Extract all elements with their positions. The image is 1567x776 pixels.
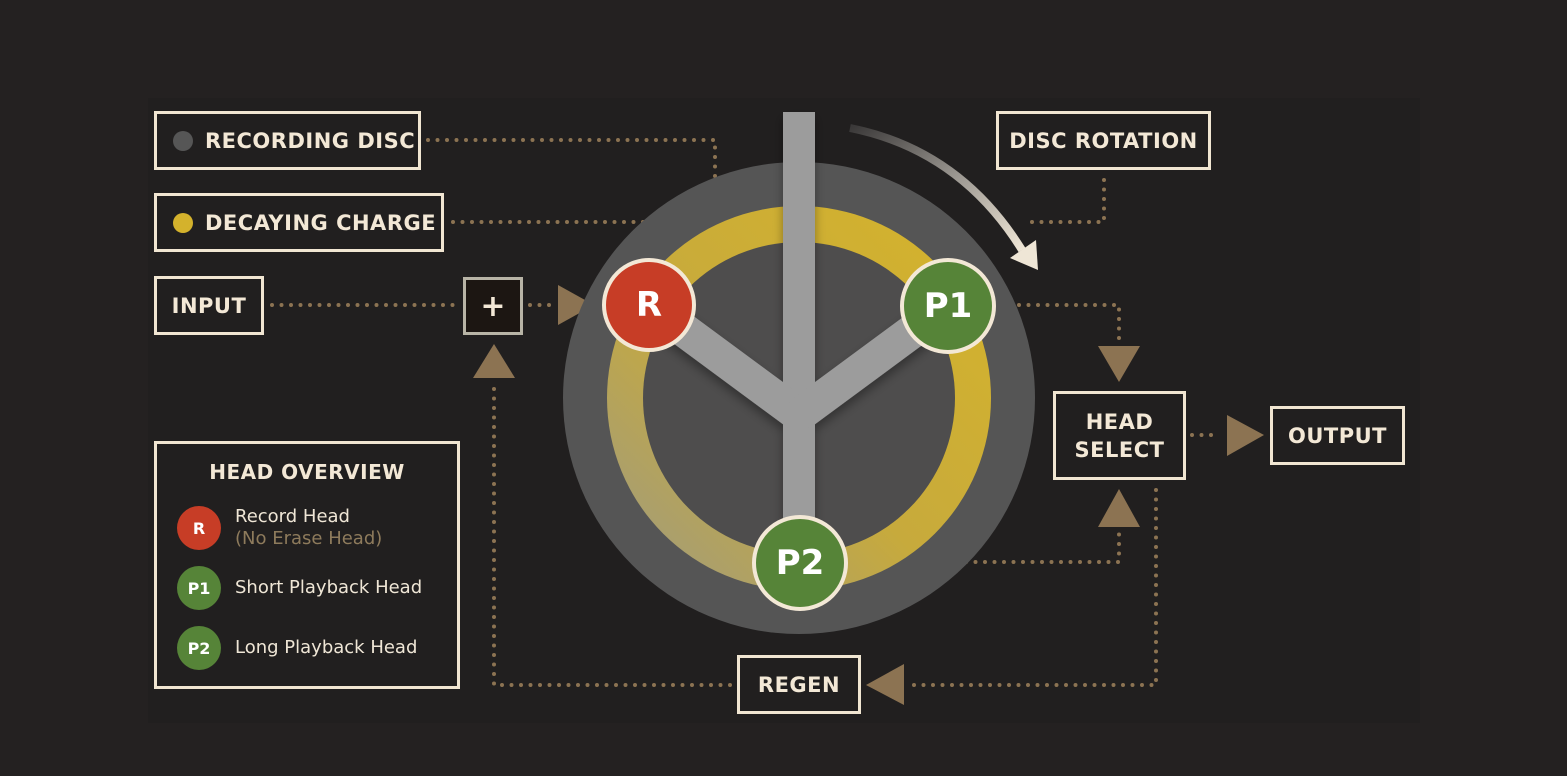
- legend-record-label: Record Head: [235, 506, 350, 527]
- short-playback-head: P1: [900, 258, 996, 354]
- output-label: OUTPUT: [1288, 423, 1387, 448]
- decaying-charge-label-box: DECAYING CHARGE: [154, 193, 444, 252]
- connector-regen-mixer: [492, 378, 732, 687]
- head-select-block: HEAD SELECT: [1053, 391, 1186, 480]
- p1-head-label: P1: [923, 286, 973, 326]
- record-badge-label: R: [192, 518, 206, 538]
- connector-recording-disc: [426, 138, 717, 182]
- p2-badge-label: P2: [187, 638, 211, 658]
- legend-item-p2: P2 Long Playback Head: [177, 626, 417, 670]
- p1-badge-icon: P1: [177, 566, 221, 610]
- plus-icon: +: [480, 288, 506, 324]
- regen-block: REGEN: [737, 655, 861, 714]
- arrowheads: [473, 285, 1264, 705]
- decaying-charge-label: DECAYING CHARGE: [205, 210, 437, 235]
- p1-badge-label: P1: [187, 578, 211, 598]
- regen-label: REGEN: [757, 672, 841, 697]
- long-playback-head: P2: [752, 515, 848, 611]
- record-head: R: [602, 258, 696, 352]
- legend-item-record: R Record Head (No Erase Head): [177, 506, 382, 550]
- arrow-into-regen: [866, 664, 904, 705]
- arm-vertical: [783, 112, 815, 552]
- legend-item-p1: P1 Short Playback Head: [177, 566, 422, 610]
- arrow-into-output: [1227, 415, 1264, 456]
- p2-head-label: P2: [775, 543, 825, 583]
- arrow-into-headselect-bottom: [1098, 489, 1140, 527]
- connector-headselect-regen: [903, 488, 1158, 687]
- head-overview-legend: HEAD OVERVIEW R Record Head (No Erase He…: [154, 441, 460, 689]
- connectors: [270, 138, 1222, 687]
- p2-badge-icon: P2: [177, 626, 221, 670]
- recording-disc-label: RECORDING DISC: [205, 128, 416, 153]
- input-block: INPUT: [154, 276, 264, 335]
- recording-disc-label-box: RECORDING DISC: [154, 111, 421, 170]
- legend-p1-label: Short Playback Head: [235, 577, 423, 598]
- connector-p1-headselect: [998, 303, 1121, 342]
- connector-p2-headselect: [850, 528, 1121, 564]
- arrow-into-headselect-top: [1098, 346, 1140, 382]
- disc-rotation-arrow: [849, 124, 1026, 253]
- record-head-label: R: [635, 285, 663, 325]
- connector-disc-rotation: [1023, 178, 1106, 224]
- recording-disc-swatch-icon: [173, 130, 193, 151]
- mixer-block: +: [463, 277, 523, 335]
- head-select-label-2: SELECT: [1074, 437, 1165, 462]
- record-badge-icon: R: [177, 506, 221, 550]
- arrow-into-mixer: [473, 344, 515, 378]
- legend-record-text: Record Head (No Erase Head): [235, 506, 382, 550]
- head-select-label-1: HEAD: [1085, 409, 1154, 434]
- legend-p2-label: Long Playback Head: [235, 637, 418, 658]
- legend-record-sublabel: (No Erase Head): [235, 528, 383, 549]
- disc-rotation-label: DISC ROTATION: [1009, 128, 1198, 153]
- rotation-arrowhead: [1010, 240, 1038, 270]
- decaying-charge-swatch-icon: [173, 212, 193, 233]
- output-block: OUTPUT: [1270, 406, 1405, 465]
- arrow-into-record: [558, 285, 594, 325]
- head-overview-title: HEAD OVERVIEW: [209, 460, 405, 484]
- disc-rotation-block: DISC ROTATION: [996, 111, 1211, 170]
- input-label: INPUT: [171, 293, 247, 318]
